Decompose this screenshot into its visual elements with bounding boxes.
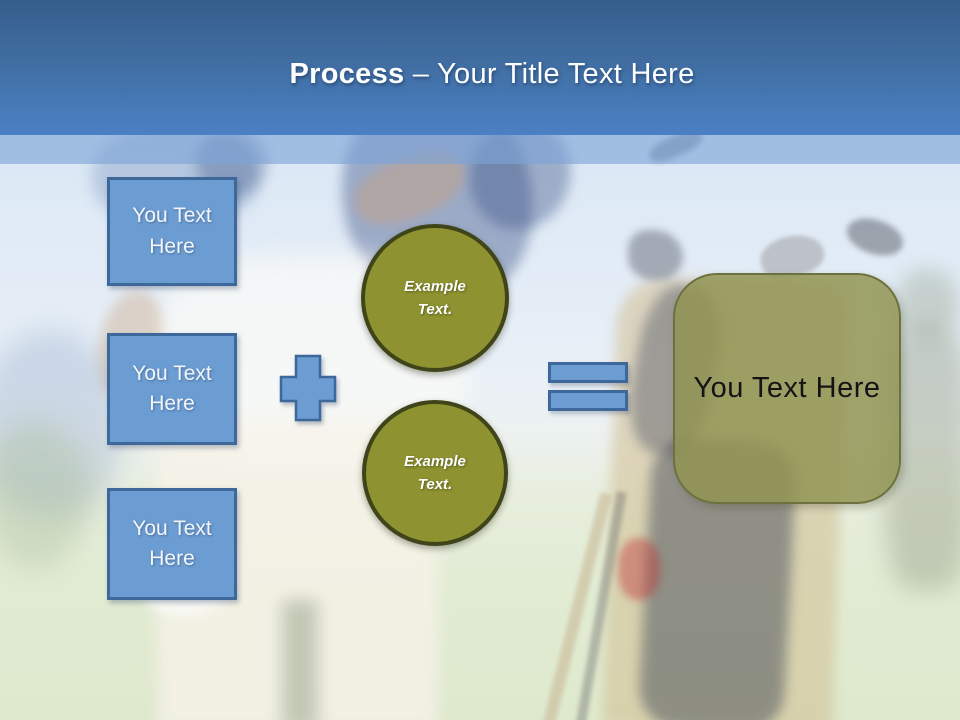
title-emphasis: Process bbox=[289, 57, 405, 90]
header-bar: Process – Your Title Text Here bbox=[0, 0, 960, 135]
example-circle-2[interactable]: Example Text. bbox=[362, 400, 508, 546]
example-circle-label: Example Text. bbox=[404, 452, 466, 493]
equals-icon bbox=[548, 362, 628, 411]
input-box-1[interactable]: You Text Here bbox=[107, 177, 237, 286]
input-box-label: You Text Here bbox=[132, 204, 212, 258]
header-accent-band bbox=[0, 135, 960, 164]
input-box-label: You Text Here bbox=[132, 516, 212, 570]
equals-bar bbox=[548, 390, 628, 411]
result-box-label: You Text Here bbox=[693, 372, 881, 404]
bag-red-patch-shape bbox=[618, 538, 660, 600]
plus-icon bbox=[278, 354, 338, 422]
bush-shape bbox=[0, 330, 125, 520]
example-circle-1[interactable]: Example Text. bbox=[361, 224, 509, 372]
slide-title: Process – Your Title Text Here bbox=[265, 45, 694, 91]
title-rest: – Your Title Text Here bbox=[412, 57, 695, 90]
bush-shape bbox=[0, 420, 90, 570]
equals-bar bbox=[548, 362, 628, 383]
club-head-shape bbox=[628, 230, 683, 280]
input-box-label: You Text Here bbox=[132, 361, 212, 415]
input-box-3[interactable]: You Text Here bbox=[107, 488, 237, 600]
example-circle-label: Example Text. bbox=[404, 277, 466, 318]
legs-gap-shadow bbox=[282, 600, 318, 720]
result-box[interactable]: You Text Here bbox=[673, 273, 901, 504]
input-box-2[interactable]: You Text Here bbox=[107, 333, 237, 445]
trees-shape bbox=[895, 268, 960, 338]
club-head-shape bbox=[842, 211, 908, 263]
